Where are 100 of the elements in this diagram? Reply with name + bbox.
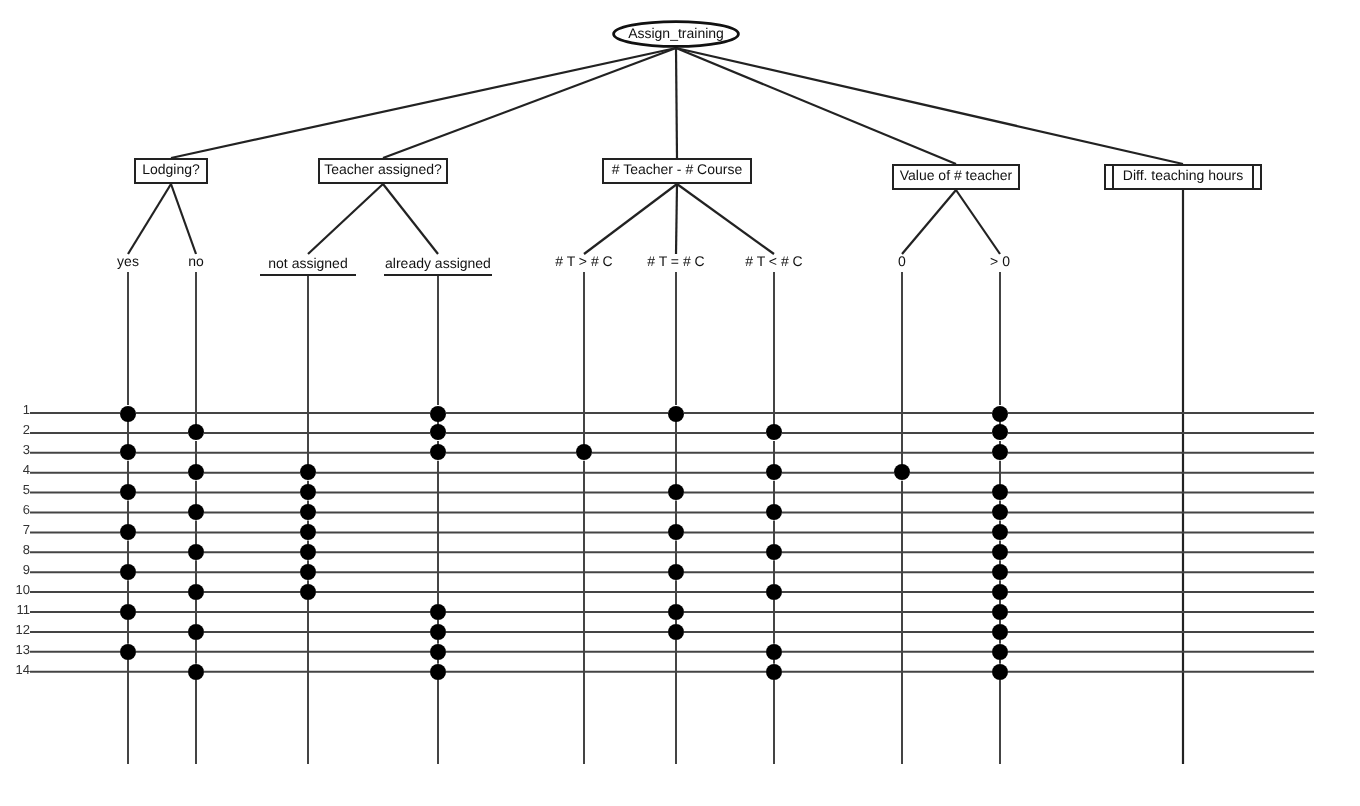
row-line [909, 471, 1315, 474]
row-line [1007, 650, 1315, 653]
dot-marker [188, 504, 204, 521]
column-line [195, 519, 197, 546]
dot-marker [120, 405, 136, 421]
column-line [675, 499, 677, 526]
row-line [781, 471, 895, 474]
column-line [773, 439, 775, 466]
branch-line [169, 183, 198, 255]
dot-marker [120, 444, 136, 461]
row-line [29, 431, 189, 434]
column-line [195, 638, 197, 665]
row-line [1007, 551, 1315, 554]
dot-marker [992, 663, 1008, 680]
dot-marker [300, 504, 316, 521]
dot-marker [430, 444, 446, 461]
dot-marker [300, 524, 316, 541]
column-line [901, 271, 903, 466]
column-line [999, 499, 1001, 506]
column-line [999, 439, 1001, 446]
dot-marker [766, 504, 782, 521]
dot-marker [120, 643, 136, 660]
row-line [29, 670, 189, 673]
column-line [675, 420, 677, 486]
dot-marker [300, 584, 316, 601]
dot-marker [300, 544, 316, 561]
column-line [437, 439, 439, 446]
row-line [445, 431, 767, 434]
dot-marker [766, 584, 782, 601]
row-line [315, 551, 767, 554]
row-line [1007, 491, 1315, 494]
column-line [773, 479, 775, 506]
column-line [437, 678, 439, 765]
branch-line [901, 189, 957, 255]
column-line [675, 619, 677, 625]
dot-marker [430, 424, 446, 441]
dot-marker [300, 484, 316, 501]
row-line [683, 630, 993, 633]
branch-line [1181, 190, 1185, 764]
row-line [683, 412, 993, 414]
column-line [773, 678, 775, 765]
row-line [29, 451, 121, 454]
column-line [127, 579, 129, 605]
branch-line [676, 183, 775, 255]
row-line [683, 491, 993, 494]
row-line [683, 531, 993, 534]
dot-marker [668, 604, 684, 620]
branch-line [674, 184, 679, 254]
row-line [781, 431, 993, 434]
dot-marker [992, 444, 1008, 461]
row-line [203, 630, 431, 633]
dot-marker [766, 544, 782, 561]
column-line [307, 519, 309, 526]
dot-marker [894, 464, 910, 481]
row-line [135, 571, 301, 574]
branch-line [674, 48, 679, 158]
column-line [437, 619, 439, 625]
column-line [437, 275, 439, 406]
dot-marker [300, 464, 316, 481]
row-line [1007, 591, 1315, 594]
dot-marker [188, 464, 204, 481]
row-line [315, 591, 767, 594]
dot-marker [576, 444, 592, 461]
dot-marker [430, 623, 446, 640]
dot-marker [188, 584, 204, 601]
row-line [203, 511, 301, 514]
dot-marker [120, 484, 136, 501]
row-line [29, 611, 121, 613]
row-line [1007, 571, 1315, 574]
branch-line [583, 183, 678, 255]
dot-marker [992, 544, 1008, 561]
row-line [315, 511, 767, 514]
row-line [29, 491, 121, 494]
dot-marker [430, 405, 446, 421]
column-line [437, 658, 439, 665]
row-line [135, 412, 431, 414]
dot-marker [188, 663, 204, 680]
column-line [999, 271, 1001, 406]
row-line [135, 611, 431, 613]
dot-marker [992, 604, 1008, 620]
row-line [1007, 412, 1315, 414]
column-line [195, 479, 197, 506]
row-line [135, 531, 301, 534]
dot-marker [668, 405, 684, 421]
row-line [135, 451, 431, 454]
row-line [445, 670, 767, 673]
row-line [683, 571, 993, 574]
column-line [127, 619, 129, 645]
column-line [307, 539, 309, 546]
row-line [1007, 511, 1315, 514]
column-line [999, 459, 1001, 486]
dot-marker [992, 623, 1008, 640]
dot-marker [992, 504, 1008, 521]
column-line [999, 559, 1001, 566]
column-line [999, 599, 1001, 605]
row-line [29, 650, 121, 653]
row-line [29, 591, 189, 594]
column-line [127, 539, 129, 566]
dot-marker [430, 604, 446, 620]
row-line [1007, 670, 1315, 673]
